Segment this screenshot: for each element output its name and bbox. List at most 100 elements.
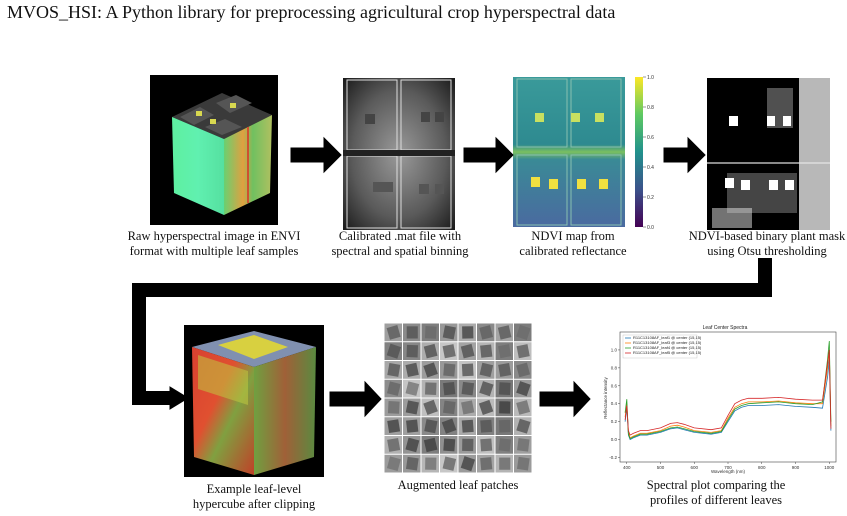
caption-line: profiles of different leaves (649, 493, 783, 507)
leaf-patch-shape (387, 401, 400, 414)
arrow-5-to-6 (329, 380, 382, 418)
x-tick-label: 900 (792, 465, 800, 470)
x-tick-label: 700 (724, 465, 732, 470)
caption-line: Augmented leaf patches (397, 478, 519, 492)
leaf-patch-shape (443, 438, 456, 452)
caption-mask: NDVI-based binary plant mask using Otsu … (689, 229, 846, 259)
leaf-patch-shape (387, 381, 401, 396)
leaf-patch-shape (497, 325, 512, 340)
leaf-patch-shape (498, 344, 512, 359)
leaf-patch-shape (516, 418, 531, 434)
leaf-patch-shape (478, 399, 494, 416)
leaf-patch-shape (423, 362, 438, 378)
leaf-patch-shape (425, 382, 437, 395)
leaf-patch-shape (405, 400, 419, 415)
leaf-patch-shape (443, 363, 456, 377)
leaf-patch-shape (443, 382, 456, 396)
leaf-patch-shape (498, 419, 511, 433)
leaf-patch-shape (442, 344, 456, 359)
caption-line: Spectral plot comparing the (646, 478, 786, 492)
leaf-patch-shape (423, 437, 438, 453)
leaf-patch-shape (462, 326, 474, 339)
calibrated-mat-image (343, 78, 455, 230)
x-tick-label: 1000 (824, 465, 835, 470)
y-tick-label: 0.0 (611, 437, 618, 442)
leaf-patch-shape (405, 456, 419, 471)
leaf-patch-shape (405, 362, 419, 378)
leaf-patch-shape (424, 419, 438, 434)
leaf-patch-shape (479, 362, 494, 378)
x-tick-label: 500 (657, 465, 665, 470)
arrow-6-to-7 (539, 380, 591, 418)
colorbar-ticks: 1.0 0.8 0.6 0.4 0.2 0.0 (643, 75, 654, 230)
leaf-patch-shape (460, 343, 475, 359)
leaf-patch-shape (480, 438, 493, 452)
leaf-patch-shape (479, 381, 494, 397)
leaf-patch-shape (425, 457, 437, 470)
caption-augmented: Augmented leaf patches (398, 478, 519, 493)
augmented-patches-grid (384, 323, 532, 473)
binary-mask-image (707, 78, 830, 230)
colorbar-tick-label: 0.6 (647, 135, 654, 141)
x-tick-label: 600 (690, 465, 698, 470)
leaf-patch-shape (406, 326, 418, 339)
colorbar-tick-label: 0.0 (647, 225, 654, 230)
leaf-patch-shape (516, 456, 530, 471)
caption-line: using Otsu thresholding (707, 244, 827, 258)
leaf-patch-shape (406, 344, 419, 358)
leaf-patch-shape (516, 344, 530, 359)
leaf-patch-shape (516, 362, 531, 378)
y-tick-label: 0.8 (611, 365, 618, 370)
leaf-patch-shape (499, 457, 511, 470)
leaf-patch-shape (480, 457, 493, 471)
colorbar-tick-label: 0.4 (647, 165, 654, 171)
leaf-patch-shape (516, 381, 531, 397)
leaf-patch-shape (423, 399, 438, 416)
caption-line: calibrated reflectance (519, 244, 627, 258)
caption-ndvi: NDVI map from calibrated reflectance (519, 229, 626, 259)
caption-calibrated: Calibrated .mat file with spectral and s… (331, 229, 468, 259)
y-tick-label: 0.4 (611, 401, 618, 406)
leaf-patch-shape (498, 382, 511, 396)
arrow-1-to-2 (290, 136, 342, 174)
caption-line: Raw hyperspectral image in ENVI (127, 229, 301, 243)
x-tick-label: 400 (623, 465, 631, 470)
leaf-patch-shape (386, 325, 401, 340)
series-line-4 (624, 349, 832, 436)
leaf-patch-shape (442, 325, 456, 340)
leaf-patch-shape (480, 419, 493, 433)
ndvi-map-image: 1.0 0.8 0.6 0.4 0.2 0.0 (513, 75, 654, 230)
colorbar-tick-label: 0.8 (647, 105, 654, 111)
leaf-patch-shape (442, 456, 457, 471)
legend-box (622, 334, 698, 359)
caption-line: Example leaf-level (206, 482, 302, 496)
legend-entry: R11C13108AF_leaf4 @ center (15,15) (633, 345, 702, 350)
leaf-patch-shape (462, 438, 474, 452)
leaf-patch-shape (461, 381, 475, 396)
series-line-3 (624, 340, 832, 440)
colorbar-tick-label: 0.2 (647, 195, 654, 201)
caption-hypercube: Example leaf-level hypercube after clipp… (193, 482, 315, 512)
leaf-hypercube-image (184, 325, 324, 477)
colorbar-tick-label: 1.0 (647, 75, 654, 81)
leaf-patch-shape (405, 437, 420, 453)
y-tick-label: 1.0 (611, 347, 618, 352)
y-tick-label: 0.2 (611, 419, 618, 424)
leaf-patch-shape (516, 324, 531, 340)
leaf-patch-shape (387, 437, 401, 452)
caption-line: format with multiple leaf samples (129, 244, 299, 258)
caption-line: spectral and spatial binning (331, 244, 469, 258)
leaf-patch-shape (406, 419, 419, 433)
leaf-patch-shape (387, 362, 401, 377)
series-line-1 (624, 358, 832, 441)
leaf-patch-shape (498, 438, 511, 452)
leaf-patch-shape (517, 438, 530, 452)
colorbar (635, 77, 643, 227)
caption-spectral-plot: Spectral plot comparing the profiles of … (647, 478, 786, 508)
series-line-2 (624, 349, 832, 439)
legend-entry: R11C13108AF_leaf3 @ center (15,15) (633, 340, 702, 345)
caption-raw-image: Raw hyperspectral image in ENVI format w… (128, 229, 301, 259)
leaf-patch-shape (461, 419, 474, 433)
